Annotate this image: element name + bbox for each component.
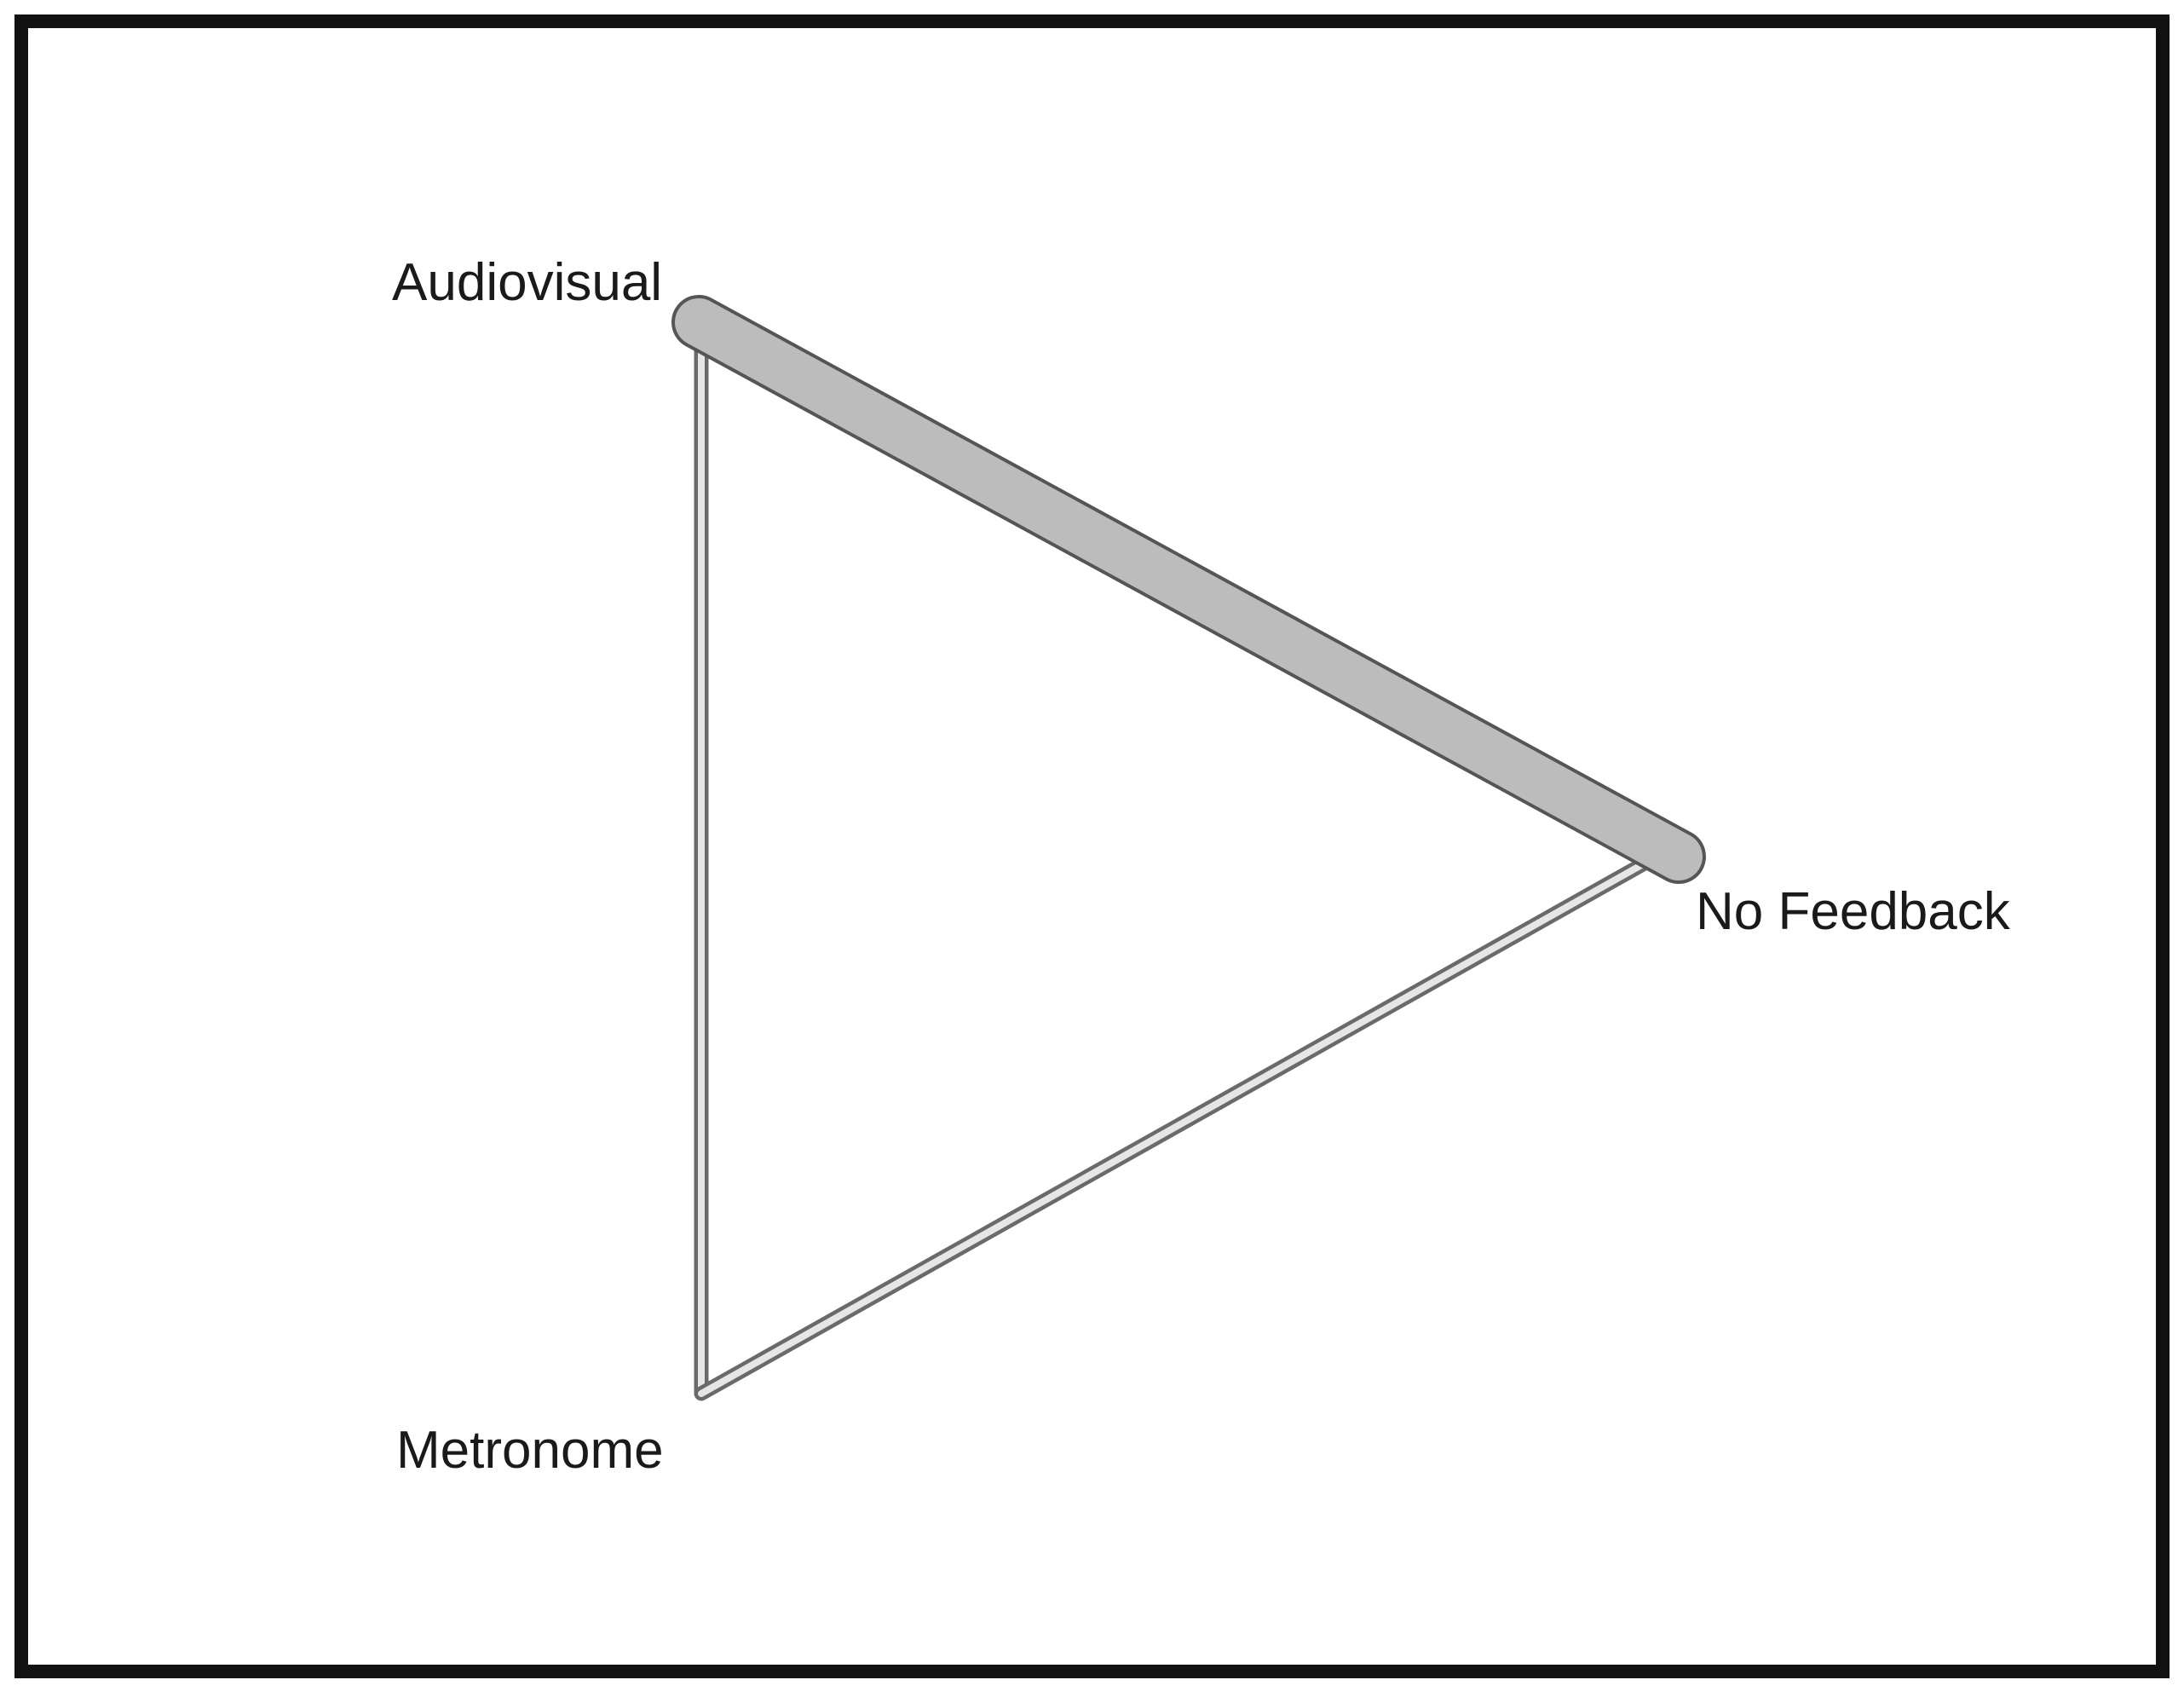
node-label-no-feedback: No Feedback — [1696, 882, 2011, 941]
figure-border — [14, 14, 2170, 1678]
node-label-metronome: Metronome — [396, 1421, 664, 1480]
edge-metronome-no-feedback — [694, 853, 1657, 1401]
node-label-audiovisual: Audiovisual — [392, 253, 662, 312]
edge-audiovisual-no-feedback — [671, 295, 1706, 884]
